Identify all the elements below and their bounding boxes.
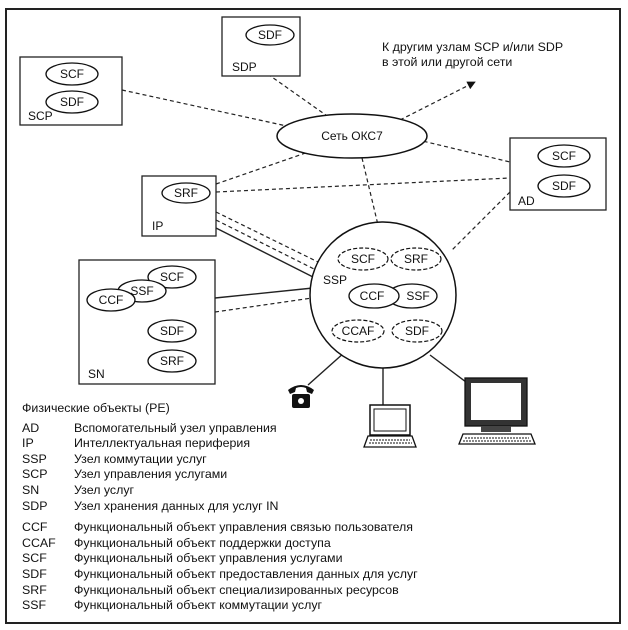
other-nodes-line-2: в этой или другой сети bbox=[382, 55, 513, 69]
other-nodes-note: К другим узлам SCP и/или SDP в этой или … bbox=[382, 40, 622, 70]
legend-desc: Узел услуг bbox=[74, 482, 135, 497]
legend-abbr: CCF bbox=[22, 520, 48, 535]
telephone-icon bbox=[288, 385, 314, 408]
link-sdp-ss7 bbox=[261, 69, 331, 119]
link-scp-ss7 bbox=[121, 89, 306, 131]
legend: Физические объекты (PE) AD Вспомогательны… bbox=[22, 401, 612, 614]
sdp-function-sdf: SDF bbox=[258, 28, 282, 42]
legend-item: SN Узел услуг bbox=[22, 483, 612, 499]
sn-label: SN bbox=[88, 367, 105, 381]
scp-label: SCP bbox=[28, 109, 53, 123]
scp-function-sdf: SDF bbox=[60, 95, 84, 109]
legend-desc: Функциональный объект поддержки доступа bbox=[74, 535, 331, 550]
legend-item: SDF Функциональный объект предоставления … bbox=[22, 567, 612, 583]
ss7-network: Сеть ОКС7 bbox=[276, 113, 428, 159]
legend-abbr: SDP bbox=[22, 498, 48, 513]
ad-node: SCF SDF AD bbox=[509, 137, 607, 211]
scp-node: SCF SDF SCP bbox=[19, 56, 123, 126]
ssp-function-scf: SCF bbox=[351, 252, 375, 266]
legend-abbr: SCF bbox=[22, 551, 47, 566]
link-ssp-desktop bbox=[429, 354, 471, 386]
legend-desc: Функциональный объект коммутации услуг bbox=[74, 598, 323, 613]
sn-function-scf: SCF bbox=[160, 270, 184, 284]
legend-title: Физические объекты (PE) bbox=[22, 401, 170, 415]
link-ss7-ad bbox=[409, 137, 511, 163]
legend-abbr: CCAF bbox=[22, 535, 56, 550]
link-ip-ssp-2 bbox=[215, 219, 317, 271]
legend-desc: Узел управления услугами bbox=[74, 467, 228, 482]
laptop-icon bbox=[363, 404, 417, 448]
link-sn-ssp-solid bbox=[214, 287, 314, 299]
ip-label: IP bbox=[152, 219, 163, 233]
legend-item: SSF Функциональный объект коммутации услу… bbox=[22, 598, 612, 614]
link-ad-ssp bbox=[451, 191, 511, 251]
ad-function-scf: SCF bbox=[552, 149, 576, 163]
legend-item: SCP Узел управления услугами bbox=[22, 467, 612, 483]
legend-desc: Функциональный объект специализированных… bbox=[74, 582, 399, 597]
legend-item: CCF Функциональный объект управления связ… bbox=[22, 520, 612, 536]
other-nodes-line-1: К другим узлам SCP и/или SDP bbox=[382, 40, 564, 54]
legend-abbr: AD bbox=[22, 420, 40, 435]
legend-desc: Функциональный объект управления услугам… bbox=[74, 551, 343, 566]
desktop-computer-icon bbox=[458, 377, 536, 445]
legend-desc: Узел хранения данных для услуг IN bbox=[74, 498, 279, 513]
legend-item: IP Интеллектуальная периферия bbox=[22, 436, 612, 452]
link-ip-ss7 bbox=[215, 147, 321, 185]
legend-item: SCF Функциональный объект управления услу… bbox=[22, 551, 612, 567]
ssp-label: SSP bbox=[323, 273, 347, 287]
ssp-node: SSP SCF SRF CCF SSF CCAF SDF bbox=[309, 221, 457, 369]
ssp-function-sdf: SDF bbox=[405, 324, 429, 338]
ad-function-sdf: SDF bbox=[552, 179, 576, 193]
figure-frame bbox=[5, 8, 621, 624]
link-ip-ad bbox=[215, 177, 511, 193]
link-ss7-ssp bbox=[361, 157, 379, 226]
link-ssp-phone bbox=[307, 351, 346, 386]
legend-physical-list: AD Вспомогательный узел управления IP Инте… bbox=[22, 421, 612, 515]
link-sn-ssp-dashed bbox=[214, 297, 313, 313]
legend-item: SDP Узел хранения данных для услуг IN bbox=[22, 499, 612, 515]
sn-function-ccf: CCF bbox=[99, 293, 124, 307]
sn-function-ssf: SSF bbox=[130, 284, 153, 298]
ssp-function-ccaf: CCAF bbox=[342, 324, 375, 338]
ad-label: AD bbox=[518, 194, 535, 208]
transport-links bbox=[214, 227, 471, 405]
ssp-function-srf: SRF bbox=[404, 252, 428, 266]
ssp-function-ccf: CCF bbox=[360, 289, 385, 303]
legend-abbr: SDF bbox=[22, 566, 47, 581]
scp-function-scf: SCF bbox=[60, 67, 84, 81]
sn-function-srf: SRF bbox=[160, 354, 184, 368]
legend-item: SSP Узел коммутации услуг bbox=[22, 452, 612, 468]
ip-function-srf: SRF bbox=[174, 186, 198, 200]
legend-desc: Интеллектуальная периферия bbox=[74, 436, 251, 451]
legend-item: CCAF Функциональный объект поддержки дост… bbox=[22, 536, 612, 552]
legend-abbr: SSP bbox=[22, 451, 47, 466]
legend-item: AD Вспомогательный узел управления bbox=[22, 421, 612, 437]
legend-desc: Узел коммутации услуг bbox=[74, 451, 207, 466]
sn-node: SCF SSF CCF SDF SRF SN bbox=[78, 259, 216, 385]
signaling-links bbox=[121, 69, 511, 313]
legend-abbr: SN bbox=[22, 482, 40, 497]
legend-desc: Функциональный объект предоставления дан… bbox=[74, 566, 418, 581]
link-ip-ssp-solid bbox=[215, 227, 316, 279]
link-ss7-other bbox=[399, 81, 476, 121]
sdp-label: SDP bbox=[232, 60, 257, 74]
ip-node: SRF IP bbox=[141, 175, 217, 237]
sdp-node: SDF SDP bbox=[221, 16, 301, 77]
legend-abbr: SRF bbox=[22, 582, 47, 597]
sn-function-sdf: SDF bbox=[160, 324, 184, 338]
ssp-function-ssf: SSF bbox=[406, 289, 429, 303]
legend-desc: Вспомогательный узел управления bbox=[74, 420, 277, 435]
legend-item: SRF Функциональный объект специализирован… bbox=[22, 583, 612, 599]
link-ip-ssp-1 bbox=[215, 211, 319, 263]
legend-functional-list: CCF Функциональный объект управления связ… bbox=[22, 520, 612, 614]
legend-abbr: SCP bbox=[22, 467, 48, 482]
legend-desc: Функциональный объект управления связью … bbox=[74, 520, 413, 535]
legend-abbr: SSF bbox=[22, 598, 47, 613]
legend-abbr: IP bbox=[22, 436, 34, 451]
ss7-network-label: Сеть ОКС7 bbox=[321, 129, 383, 143]
